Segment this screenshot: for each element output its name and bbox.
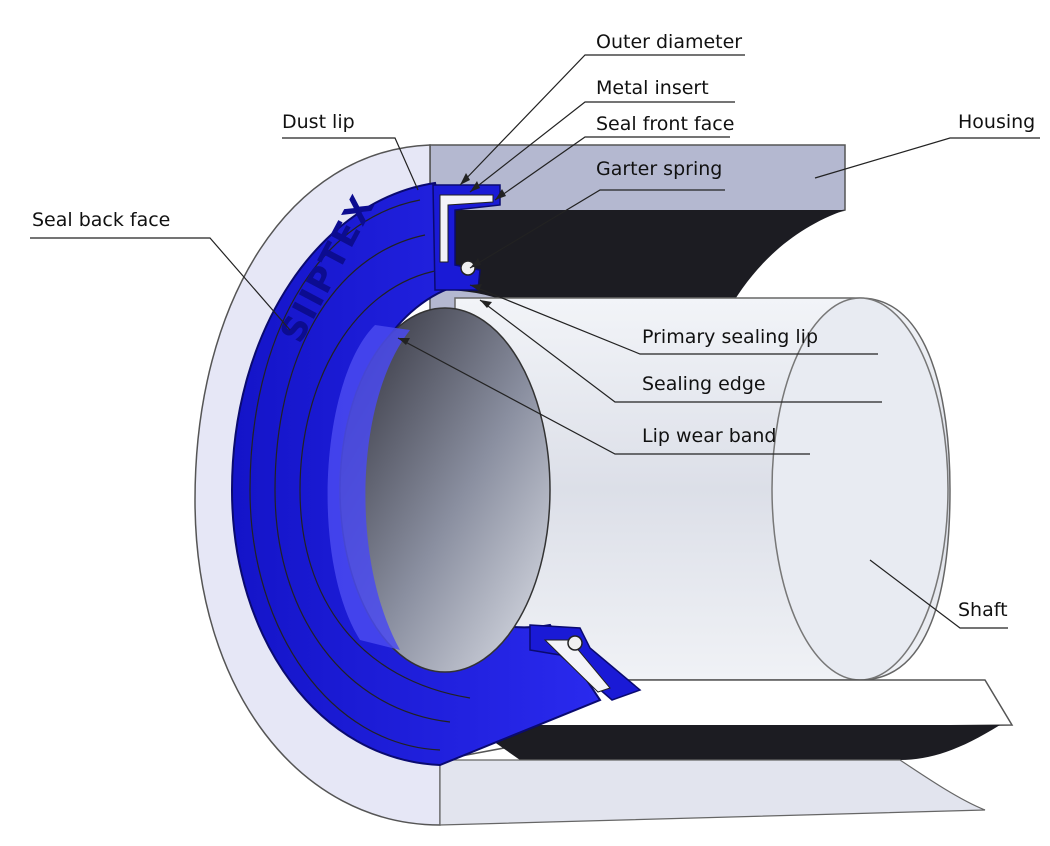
- garter-spring-coil: [460, 260, 476, 276]
- arrow-metal-insert: [470, 181, 480, 192]
- leader-sealing-edge: [479, 299, 882, 403]
- seal-groove-2: [274, 234, 451, 723]
- leader-garter-spring: [469, 189, 725, 269]
- leader-dust-lip: [282, 137, 419, 191]
- leader-shaft: [869, 559, 1008, 629]
- arrow-outer-diameter: [460, 173, 470, 185]
- lower-metal-insert: [543, 639, 611, 693]
- leader-seal-front-face: [494, 136, 730, 201]
- arrow-sealing-edge: [480, 300, 492, 308]
- leader-housing: [814, 137, 1040, 179]
- housing-lower-dark: [470, 725, 1000, 760]
- metal-insert-shape: [439, 194, 494, 263]
- leader-metal-insert: [469, 101, 735, 193]
- label-primary-sealing-lip: Primary sealing lip: [642, 326, 818, 348]
- label-seal-front-face: Seal front face: [596, 113, 734, 135]
- label-housing: Housing: [958, 111, 1035, 133]
- upper-seal-section: [432, 184, 501, 291]
- label-lip-wear-band: Lip wear band: [642, 425, 777, 447]
- label-shaft: Shaft: [958, 599, 1008, 621]
- label-outer-diameter: Outer diameter: [596, 31, 742, 53]
- housing-lower-outer: [439, 759, 986, 826]
- seal-groove-1: [249, 199, 441, 751]
- leader-seal-back-face: [30, 237, 291, 331]
- arrow-lip-wear-band: [398, 338, 410, 345]
- label-metal-insert: Metal insert: [596, 77, 709, 99]
- label-garter-spring: Garter spring: [596, 158, 722, 180]
- arrow-primary-sealing-lip: [470, 284, 482, 291]
- lower-garter-spring: [567, 635, 583, 651]
- seal-groove-3: [299, 269, 471, 699]
- arrow-seal-front-face: [495, 189, 506, 200]
- lip-wear-band-surface: [327, 325, 410, 650]
- label-sealing-edge: Sealing edge: [642, 373, 766, 395]
- label-seal-back-face: Seal back face: [32, 209, 170, 231]
- label-dust-lip: Dust lip: [282, 111, 355, 133]
- shaft-end: [771, 297, 949, 681]
- leader-lip-wear-band: [397, 337, 810, 455]
- arrow-garter-spring: [470, 258, 481, 268]
- leader-primary-sealing-lip: [469, 284, 878, 355]
- leader-outer-diameter: [459, 54, 745, 186]
